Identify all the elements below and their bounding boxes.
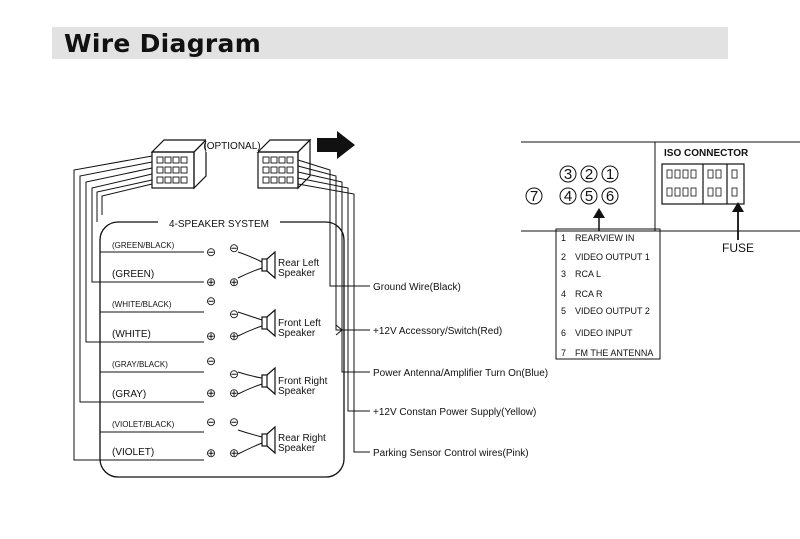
power-wire-label-ground: Ground Wire(Black) — [373, 282, 461, 293]
speaker-label: Speaker — [278, 268, 316, 279]
negative-terminal-icon: ⊖ — [206, 415, 216, 429]
right-connector — [256, 138, 312, 190]
pin-legend-number: 4 — [561, 289, 566, 299]
pin-number: 6 — [606, 188, 614, 205]
power-wire-label-parking: Parking Sensor Control wires(Pink) — [373, 448, 529, 459]
direction-arrow-icon — [317, 131, 355, 159]
positive-terminal-icon: ⊕ — [229, 329, 239, 343]
wire-row-gray: (GRAY) ⊕ ⊕ — [100, 386, 239, 403]
speaker-rear-right-icon — [261, 425, 276, 455]
pin-legend-number: 1 — [561, 233, 566, 243]
pin-legend-label: RCA L — [575, 269, 601, 279]
pin-number: 2 — [585, 166, 593, 183]
speaker-label: Front Right — [278, 376, 328, 387]
pin-legend-label: VIDEO OUTPUT 1 — [575, 252, 650, 262]
optional-label: (OPTIONAL) — [203, 141, 260, 152]
pin-legend: 1 REARVIEW IN 2 VIDEO OUTPUT 1 3 RCA L 4… — [561, 233, 653, 358]
pin-circles — [525, 165, 619, 205]
pin-legend-number: 3 — [561, 269, 566, 279]
negative-terminal-icon: ⊖ — [229, 241, 239, 255]
power-wire-label-antenna: Power Antenna/Amplifier Turn On(Blue) — [373, 368, 548, 379]
wire-row-white: (WHITE) ⊕ ⊕ — [100, 329, 239, 343]
power-harness-wires — [297, 159, 370, 453]
wire-label: (WHITE) — [112, 329, 151, 340]
power-wire-label-constant: +12V Constan Power Supply(Yellow) — [373, 407, 536, 418]
wire-row-gray-black: (GRAY/BLACK) ⊖ ⊖ — [100, 354, 239, 381]
speaker-label: Speaker — [278, 386, 316, 397]
speaker-label: Rear Right — [278, 433, 326, 444]
speaker-system-label: 4-SPEAKER SYSTEM — [169, 219, 269, 230]
wire-row-violet-black: (VIOLET/BLACK) ⊖ ⊖ — [100, 415, 239, 433]
positive-terminal-icon: ⊕ — [206, 386, 216, 400]
speaker-label: Speaker — [278, 443, 316, 454]
wire-label: (GREEN) — [112, 269, 154, 280]
fuse-pointer-arrow-icon — [732, 202, 744, 212]
wire-row-green-black: (GREEN/BLACK) ⊖ ⊖ — [100, 241, 239, 259]
pin-legend-label: VIDEO INPUT — [575, 328, 633, 338]
negative-terminal-icon: ⊖ — [206, 245, 216, 259]
pin-legend-label: VIDEO OUTPUT 2 — [575, 306, 650, 316]
negative-terminal-icon: ⊖ — [229, 415, 239, 429]
pin-number: 5 — [585, 188, 593, 205]
wire-label: (WHITE/BLACK) — [112, 300, 172, 309]
pin-legend-number: 2 — [561, 252, 566, 262]
pin-legend-box — [555, 228, 661, 360]
positive-terminal-icon: ⊕ — [229, 275, 239, 289]
negative-terminal-icon: ⊖ — [229, 307, 239, 321]
left-harness-wires — [73, 155, 153, 461]
negative-terminal-icon: ⊖ — [206, 294, 216, 308]
pin-number: 3 — [564, 166, 572, 183]
pin-legend-label: REARVIEW IN — [575, 233, 634, 243]
wire-row-violet: (VIOLET) ⊕ ⊕ — [100, 446, 239, 461]
speaker-rear-left-icon — [261, 250, 276, 280]
pin-legend-label: FM THE ANTENNA — [575, 348, 653, 358]
wire-label: (VIOLET/BLACK) — [112, 420, 175, 429]
left-connector — [150, 138, 208, 190]
title-banner: Wire Diagram — [52, 27, 728, 59]
positive-terminal-icon: ⊕ — [229, 386, 239, 400]
speaker-label: Speaker — [278, 328, 316, 339]
pin-legend-number: 5 — [561, 306, 566, 316]
speaker-leads — [237, 251, 263, 455]
pin-number: 7 — [530, 188, 538, 205]
speaker-label: Rear Left — [278, 258, 319, 269]
positive-terminal-icon: ⊕ — [206, 275, 216, 289]
wire-label: (GREEN/BLACK) — [112, 241, 175, 250]
power-wire-label-accessory: +12V Accessory/Switch(Red) — [373, 326, 502, 337]
fuse-label: FUSE — [722, 241, 754, 255]
positive-terminal-icon: ⊕ — [206, 446, 216, 460]
wire-row-green: (GREEN) ⊕ ⊕ — [100, 269, 239, 289]
pin-legend-number: 6 — [561, 328, 566, 338]
wire-label: (GRAY) — [112, 389, 146, 400]
iso-connector-icon — [661, 163, 745, 205]
speaker-front-right-icon — [261, 366, 276, 396]
pin-number: 1 — [606, 166, 614, 183]
positive-terminal-icon: ⊕ — [206, 329, 216, 343]
speaker-label: Front Left — [278, 318, 321, 329]
wire-row-white-black: (WHITE/BLACK) ⊖ ⊖ — [100, 294, 239, 321]
pin-pointer-arrow-icon — [593, 208, 605, 218]
iso-connector-label: ISO CONNECTOR — [664, 148, 749, 159]
wire-label: (VIOLET) — [112, 447, 154, 458]
positive-terminal-icon: ⊕ — [229, 446, 239, 460]
pin-legend-label: RCA R — [575, 289, 603, 299]
page-title: Wire Diagram — [64, 29, 262, 58]
pin-number: 4 — [564, 188, 572, 205]
wire-label: (GRAY/BLACK) — [112, 360, 168, 369]
pin-legend-number: 7 — [561, 348, 566, 358]
negative-terminal-icon: ⊖ — [229, 367, 239, 381]
negative-terminal-icon: ⊖ — [206, 354, 216, 368]
optional-label-bg — [206, 138, 258, 152]
speaker-front-left-icon — [261, 308, 276, 338]
